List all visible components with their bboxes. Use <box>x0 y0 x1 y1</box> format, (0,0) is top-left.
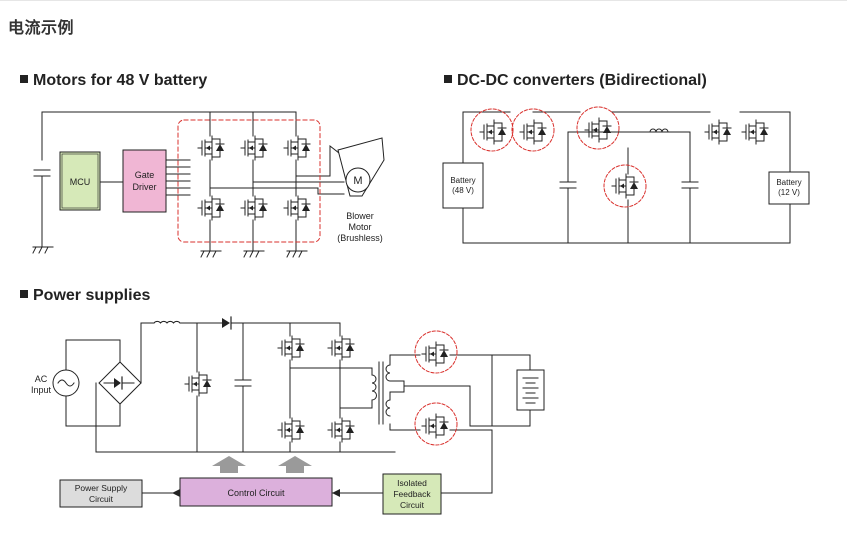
gate-driver-label-2: Driver <box>133 182 157 192</box>
mosfet-icon <box>421 413 449 439</box>
bullet-square-icon <box>20 290 28 298</box>
arrow-up-icon <box>278 456 312 473</box>
psc-label-1: Power Supply <box>75 483 128 493</box>
highlight-circle <box>470 108 514 152</box>
motor-circuit <box>33 111 349 251</box>
mcu-label: MCU <box>70 177 91 187</box>
section-title-dcdc: DC-DC converters (Bidirectional) <box>444 72 707 90</box>
gate-driver-label-1: Gate <box>135 170 155 180</box>
blower-label-3: (Brushless) <box>337 233 383 243</box>
ac-input-label-1: AC <box>35 374 48 384</box>
control-circuit-label: Control Circuit <box>227 488 285 498</box>
arrow-left-icon <box>332 489 340 497</box>
mosfet-icon <box>277 417 305 443</box>
mosfet-icon <box>704 119 732 145</box>
highlight-circle <box>576 106 620 150</box>
mosfet-icon <box>277 335 305 361</box>
mosfet-icon <box>611 173 639 199</box>
dcdc-circuit <box>462 111 791 244</box>
psc-label-2: Circuit <box>89 494 114 504</box>
mcu-block-inner <box>61 153 99 209</box>
section-title-power-text: Power supplies <box>33 287 151 304</box>
battery-12v-label-1: Battery <box>776 178 801 187</box>
bridge-rectifier-icon <box>98 361 142 405</box>
mosfet-icon <box>519 119 547 145</box>
ground-icon <box>286 250 308 258</box>
feedback-label-2: Feedback <box>393 489 431 499</box>
highlight-circle <box>511 108 555 152</box>
mosfet-icon <box>584 117 612 143</box>
mcu-block <box>59 151 101 211</box>
inverter-highlight-box <box>177 119 321 243</box>
mosfet-icon <box>741 119 769 145</box>
page-title: 电流示例 <box>8 18 75 37</box>
section-title-motors: Motors for 48 V battery <box>20 72 207 90</box>
highlight-circle <box>414 402 458 446</box>
section-title-power: Power supplies <box>20 287 150 305</box>
highlight-circle <box>603 164 647 208</box>
battery-12v <box>768 171 810 205</box>
arrow-up-icon <box>212 456 246 473</box>
mosfet-icon <box>283 195 311 221</box>
ground-icon <box>243 250 265 258</box>
mosfet-icon <box>479 119 507 145</box>
output-battery-icon <box>516 369 545 411</box>
mosfet-icon <box>240 135 268 161</box>
power-supply-circuit-block <box>59 479 143 508</box>
battery-48v-label-1: Battery <box>450 176 475 185</box>
control-circuit-block <box>179 477 333 507</box>
mosfet-icon <box>240 195 268 221</box>
motor-symbol: M <box>353 175 362 187</box>
mosfet-icon <box>327 417 355 443</box>
battery-48v <box>442 162 484 209</box>
inductor-icon <box>153 320 181 324</box>
blower-label-2: Motor <box>348 222 371 232</box>
battery-48v-label-2: (48 V) <box>452 186 474 195</box>
battery-12v-label-2: (12 V) <box>778 188 800 197</box>
arrow-left-icon <box>172 489 180 497</box>
blower-label-1: Blower <box>346 211 374 221</box>
section-title-dcdc-text: DC-DC converters (Bidirectional) <box>457 72 707 89</box>
mosfet-icon <box>197 195 225 221</box>
highlight-circle <box>414 330 458 374</box>
ac-input-label-2: Input <box>31 385 52 395</box>
sine-wave-icon <box>57 379 75 387</box>
feedback-label-1: Isolated <box>397 478 427 488</box>
top-divider <box>0 0 847 1</box>
mosfet-icon <box>197 135 225 161</box>
highlight-circles-power <box>414 330 458 446</box>
mosfet-icon <box>184 371 212 397</box>
isolated-feedback-block <box>382 473 442 515</box>
ground-icon <box>32 246 54 254</box>
bullet-square-icon <box>20 75 28 83</box>
mosfet-icon <box>421 341 449 367</box>
bullet-square-icon <box>444 75 452 83</box>
highlight-circles-dcdc <box>470 106 647 208</box>
feedback-label-3: Circuit <box>400 500 425 510</box>
power-supply-circuit <box>65 322 531 494</box>
mosfet-icon <box>327 335 355 361</box>
ground-icon <box>200 250 222 258</box>
gate-driver-block <box>122 149 167 213</box>
diode-icon <box>222 316 232 330</box>
mosfet-icon <box>283 135 311 161</box>
section-title-motors-text: Motors for 48 V battery <box>33 72 208 89</box>
blower-fan-icon <box>337 137 385 197</box>
